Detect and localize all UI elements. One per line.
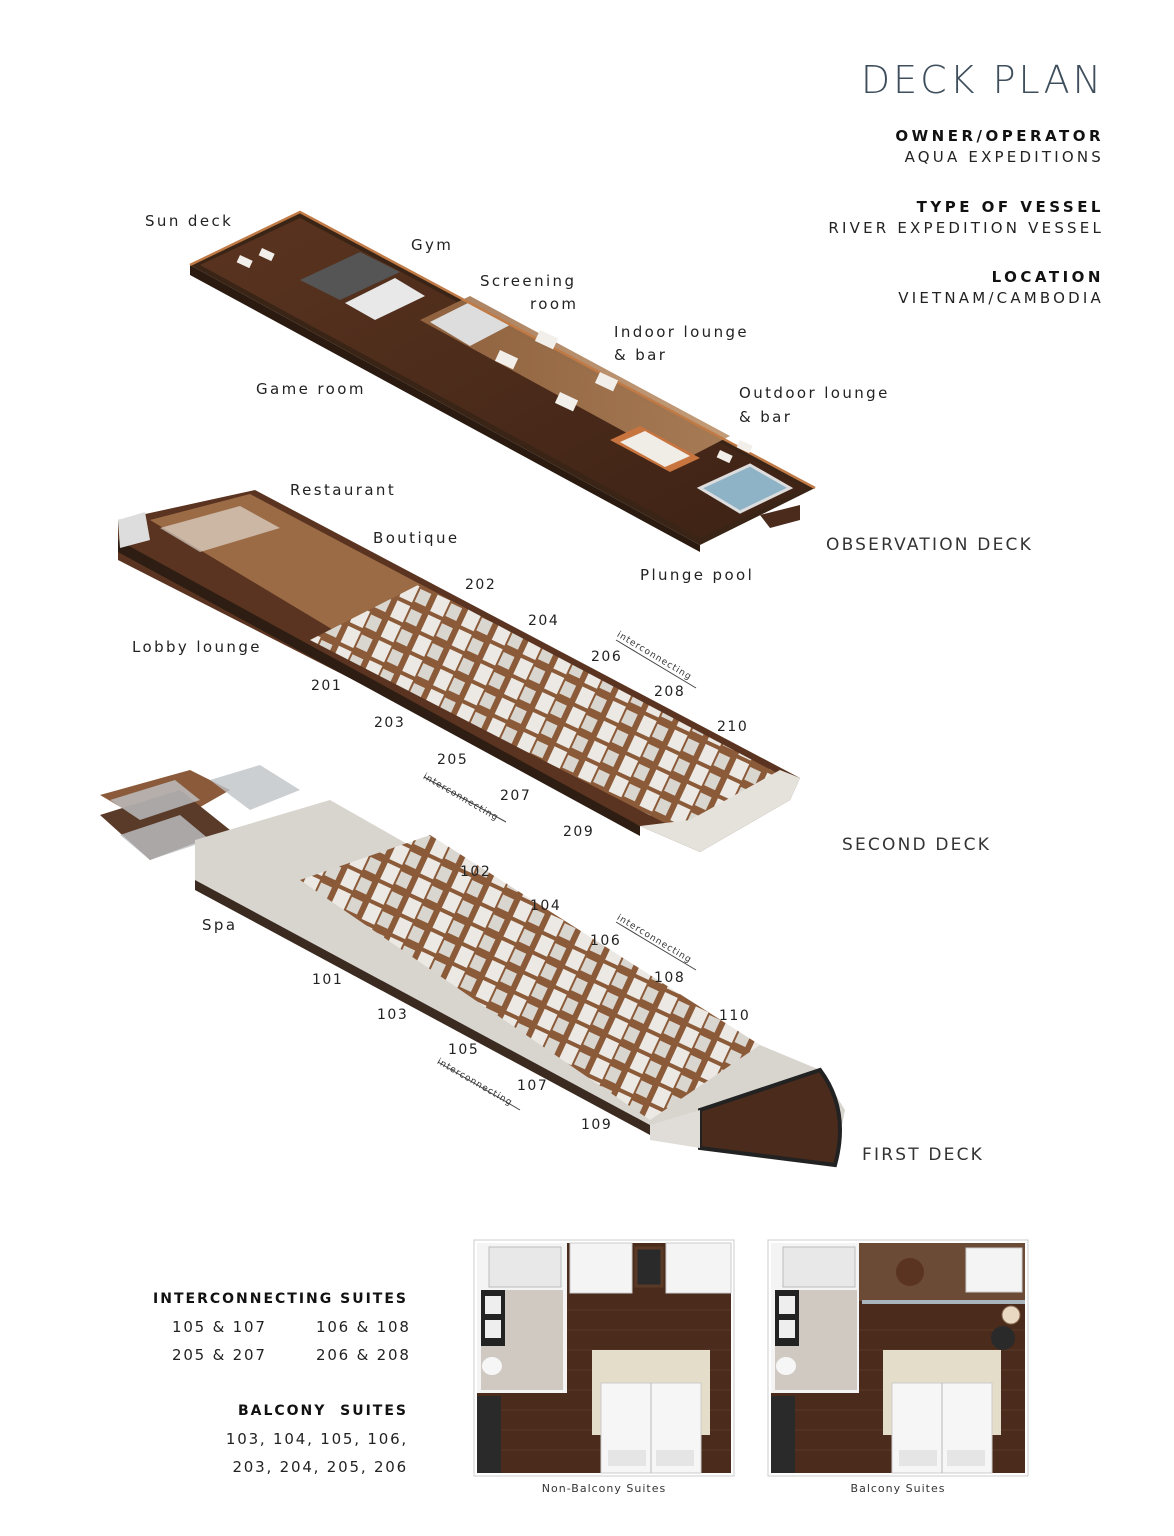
suite-110[interactable]: 110 xyxy=(719,1008,751,1024)
suite-109[interactable]: 109 xyxy=(581,1117,613,1133)
balcony-suites-line1: 103, 104, 105, 106, xyxy=(225,1430,408,1448)
suite-205[interactable]: 205 xyxy=(437,752,469,768)
deck-name-observation: OBSERVATION DECK xyxy=(826,535,1033,555)
observation-deck-render xyxy=(189,210,816,552)
page-title: DECK PLAN xyxy=(860,58,1104,102)
suite-204[interactable]: 204 xyxy=(528,613,560,629)
suite-101[interactable]: 101 xyxy=(312,972,344,988)
suite-102[interactable]: 102 xyxy=(460,864,492,880)
interconnecting-suites-heading: INTERCONNECTING SUITES xyxy=(153,1291,408,1307)
suite-208[interactable]: 208 xyxy=(654,684,686,700)
suite-103[interactable]: 103 xyxy=(377,1007,409,1023)
vessel-type-block: TYPE OF VESSEL RIVER EXPEDITION VESSEL xyxy=(828,198,1104,237)
suite-210[interactable]: 210 xyxy=(717,719,749,735)
non-balcony-suite-plan xyxy=(473,1239,735,1477)
area-screening-line1: Screening xyxy=(480,272,577,290)
location-block: LOCATION VIETNAM/CAMBODIA xyxy=(898,268,1104,307)
area-plunge-pool: Plunge pool xyxy=(640,566,755,584)
owner-operator-label: OWNER/OPERATOR xyxy=(895,127,1104,145)
first-deck-render xyxy=(100,765,845,1168)
location-label: LOCATION xyxy=(991,268,1104,286)
balcony-suites-line2: 203, 204, 205, 206 xyxy=(232,1458,408,1476)
non-balcony-caption: Non-Balcony Suites xyxy=(541,1482,667,1495)
balcony-suite-plan xyxy=(767,1239,1029,1477)
second-deck-render xyxy=(118,490,800,852)
area-restaurant: Restaurant xyxy=(290,481,397,499)
deck-name-first: FIRST DECK xyxy=(862,1145,985,1165)
area-game-room: Game room xyxy=(256,380,366,398)
area-outdoor-lounge-line2: & bar xyxy=(739,408,793,426)
suite-209[interactable]: 209 xyxy=(563,824,595,840)
area-screening-line2: room xyxy=(530,295,579,313)
suite-106[interactable]: 106 xyxy=(590,933,622,949)
area-boutique: Boutique xyxy=(373,529,460,547)
location-value: VIETNAM/CAMBODIA xyxy=(898,289,1104,307)
vessel-type-value: RIVER EXPEDITION VESSEL xyxy=(828,219,1104,237)
balcony-suites-heading: BALCONY SUITES xyxy=(237,1403,408,1419)
suite-104[interactable]: 104 xyxy=(530,898,562,914)
area-gym: Gym xyxy=(411,236,454,254)
balcony-caption: Balcony Suites xyxy=(850,1482,946,1495)
area-indoor-lounge-line1: Indoor lounge xyxy=(614,323,750,341)
suite-107[interactable]: 107 xyxy=(517,1078,549,1094)
vessel-type-label: TYPE OF VESSEL xyxy=(916,198,1104,216)
area-outdoor-lounge-line1: Outdoor lounge xyxy=(739,384,890,402)
interconnecting-pair: 206 & 208 xyxy=(316,1346,411,1364)
area-spa: Spa xyxy=(202,916,238,934)
suite-105[interactable]: 105 xyxy=(448,1042,480,1058)
owner-operator-block: OWNER/OPERATOR AQUA EXPEDITIONS xyxy=(895,127,1104,166)
deck-name-second: SECOND DECK xyxy=(842,835,992,855)
suite-207[interactable]: 207 xyxy=(500,788,532,804)
area-sun-deck: Sun deck xyxy=(145,212,234,230)
owner-operator-value: AQUA EXPEDITIONS xyxy=(904,148,1104,166)
suite-203[interactable]: 203 xyxy=(374,715,406,731)
interconnecting-pair: 106 & 108 xyxy=(316,1318,411,1336)
area-lobby-lounge: Lobby lounge xyxy=(132,638,262,656)
area-indoor-lounge-line2: & bar xyxy=(614,346,668,364)
suite-206[interactable]: 206 xyxy=(591,649,623,665)
suite-201[interactable]: 201 xyxy=(311,678,343,694)
interconnecting-pair: 205 & 207 xyxy=(172,1346,267,1364)
suite-108[interactable]: 108 xyxy=(654,970,686,986)
interconnecting-pair: 105 & 107 xyxy=(172,1318,267,1336)
suite-202[interactable]: 202 xyxy=(465,577,497,593)
